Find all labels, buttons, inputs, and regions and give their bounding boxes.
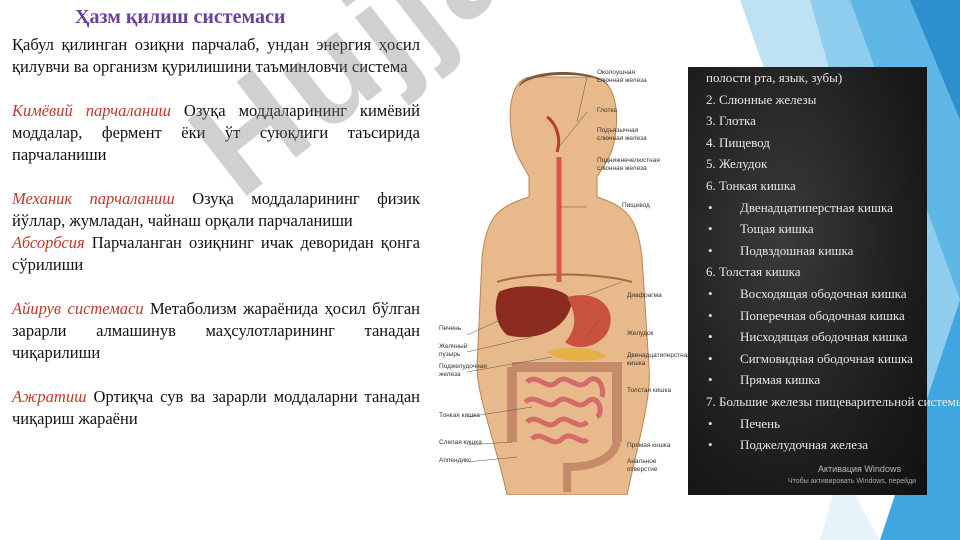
organ-list-item: Прямая кишка — [706, 369, 926, 391]
chemical-breakdown-paragraph: Кимёвий парчаланиш Озуқа моддаларининг к… — [12, 100, 420, 166]
text-secretion: Ортиқча сув ва зарарли моддаларни танада… — [12, 387, 420, 428]
body-illustration — [466, 72, 650, 496]
text-chemical: Озуқа моддаларининг кимёвий моддалар, фе… — [12, 101, 420, 164]
absorption-paragraph: Абсорбсия Парчаланган озиқнинг ичак дево… — [12, 232, 420, 276]
term-mechanical: Механик парчаланиш — [12, 189, 175, 208]
organ-list-panel: полости рта, язык, зубы) 2. Слюнные желез… — [688, 67, 960, 495]
text-absorption: Парчаланган озиқнинг ичак деворидан қонг… — [12, 233, 420, 274]
organ-list: полости рта, язык, зубы) 2. Слюнные желез… — [706, 67, 960, 456]
organ-list-item: Двенадцатиперстная кишка — [706, 197, 926, 219]
organ-list-item: 7. Большие железы пищеварительной систем… — [706, 393, 960, 409]
label-stomach: Желудок — [627, 330, 654, 337]
excretory-paragraph: Айирув системаси Метаболизм жараёнида ҳо… — [12, 298, 420, 364]
term-chemical: Кимёвий парчаланиш — [12, 101, 171, 120]
label-pancreas: Поджелудочная железа — [439, 363, 487, 378]
anatomy-illustration: Околоушная слюнная железа Глотка Подъязы… — [437, 67, 691, 496]
organ-list-item: 6. Толстая кишка — [706, 264, 801, 280]
organ-list-item: Подвздошная кишка — [706, 240, 926, 262]
label-rectum: Прямая кишка — [627, 442, 671, 449]
organ-list-item: Печень — [706, 413, 926, 435]
organ-list-item: Тощая кишка — [706, 218, 926, 240]
organ-list-item: 5. Желудок — [706, 156, 768, 172]
organ-list-item: Нисходящая ободочная кишка — [706, 326, 926, 348]
organ-list-item: Восходящая ободочная кишка — [706, 283, 926, 305]
label-pharynx: Глотка — [597, 107, 618, 114]
label-large-intestine: Толстая кишка — [627, 387, 672, 394]
label-esophagus: Пищевод — [622, 202, 650, 209]
label-duodenum: Двенадцатиперстная кишка — [627, 352, 691, 367]
term-excretory: Айирув системаси — [12, 299, 144, 318]
mechanical-breakdown-paragraph: Механик парчаланиш Озуқа моддаларининг ф… — [12, 188, 420, 232]
label-diaphragm: Диафрагма — [627, 292, 662, 299]
secretion-paragraph: Ажратиш Ортиқча сув ва зарарли моддаларн… — [12, 386, 420, 430]
label-appendix: Аппендикс — [439, 457, 472, 464]
organ-list-item: 6. Тонкая кишка — [706, 177, 796, 193]
windows-activation-subtitle: Чтобы активировать Windows, перейди — [788, 478, 917, 485]
label-anus: Анальное отверстие — [627, 458, 658, 473]
text-excretory: Метаболизм жараёнида ҳосил бўлган зарарл… — [12, 299, 420, 362]
term-absorption: Абсорбсия — [12, 233, 85, 252]
digestive-system-figure: Околоушная слюнная железа Глотка Подъязы… — [437, 67, 960, 496]
organ-list-item: Поджелудочная железа — [706, 434, 926, 456]
organ-list-item: Поперечная ободочная кишка — [706, 305, 926, 327]
organ-list-item: полости рта, язык, зубы) — [706, 70, 843, 85]
label-gallbladder: Желчный пузырь — [439, 343, 468, 358]
windows-activation-title: Активация Windows — [818, 464, 901, 474]
slide-title: Ҳазм қилиш системаси — [75, 6, 286, 28]
organ-list-item: 2. Слюнные железы — [706, 91, 817, 107]
label-sublingual-gland: Подъязычная слюнная железа — [597, 127, 647, 142]
label-small-intestine: Тонкая кишка — [439, 412, 480, 419]
text-block: Қабул қилинган озиқни парчалаб, ундан эн… — [12, 34, 420, 430]
organ-list-item: 3. Глотка — [706, 113, 756, 129]
label-submandibular-gland: Поднижнечелюстная слюнная железа — [597, 157, 660, 172]
organ-list-item: 4. Пищевод — [706, 134, 770, 150]
term-secretion: Ажратиш — [12, 387, 87, 406]
label-liver: Печень — [439, 325, 462, 332]
organ-list-item: Сигмовидная ободочная кишка — [706, 348, 926, 370]
text-mechanical: Озуқа моддаларининг физик йўллар, жумлад… — [12, 189, 420, 230]
definition-paragraph: Қабул қилинган озиқни парчалаб, ундан эн… — [12, 35, 420, 76]
label-cecum: Слепая кишка — [439, 439, 482, 446]
label-parotid-gland: Околоушная слюнная железа — [597, 69, 647, 84]
